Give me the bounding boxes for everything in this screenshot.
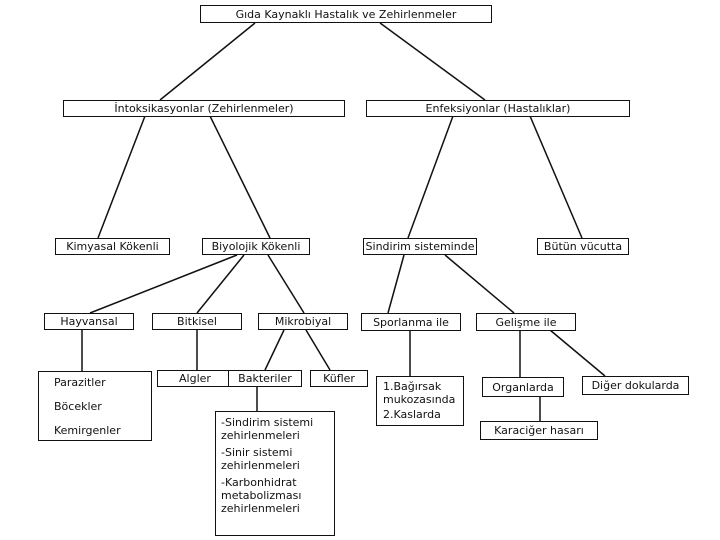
edge-infection-whole-body xyxy=(529,115,583,239)
microbial-label: Mikrobiyal xyxy=(274,315,332,328)
plant-label: Bitkisel xyxy=(177,315,217,328)
infection-node: Enfeksiyonlar (Hastalıklar) xyxy=(366,100,630,117)
sporulation-label: Sporlanma ile xyxy=(373,315,449,329)
organs-node: Organlarda xyxy=(482,377,564,397)
animal-label: Hayvansal xyxy=(60,315,118,328)
bacteria-label: Bakteriler xyxy=(238,372,292,385)
growth-label: Gelişme ile xyxy=(495,315,557,329)
effect-carbohydrate-poisoning: -Karbonhidrat metabolizması zehirlenmele… xyxy=(221,476,302,515)
edge-microbial-molds xyxy=(305,329,331,371)
bacteria-effects-node: -Sindirim sistemi zehirlenmeleri -Sinir … xyxy=(215,411,335,536)
growth-node: Gelişme ile xyxy=(476,313,576,331)
animal-items-node: Parazitler Böcekler Kemirgenler xyxy=(38,371,152,441)
infection-label: Enfeksiyonlar (Hastalıklar) xyxy=(425,102,571,115)
animal-node: Hayvansal xyxy=(44,313,134,330)
edge-biological-microbial xyxy=(267,254,305,314)
liver-damage-label: Karaciğer hasarı xyxy=(494,424,584,437)
algae-node: Algler xyxy=(157,370,233,387)
edge-growth-other-tissues xyxy=(549,329,606,377)
other-tissues-label: Diğer dokularda xyxy=(591,379,680,392)
sporulation-item-muscles: 2.Kaslarda xyxy=(383,408,441,421)
liver-damage-node: Karaciğer hasarı xyxy=(480,421,598,440)
edge-root-infection xyxy=(379,22,486,101)
intoxication-label: İntoksikasyonlar (Zehirlenmeler) xyxy=(114,102,294,115)
chemical-origin-node: Kimyasal Kökenli xyxy=(55,238,170,255)
animal-item-parasites: Parazitler xyxy=(54,376,106,389)
edge-biological-animal xyxy=(89,254,238,314)
edge-infection-digestive xyxy=(407,115,454,239)
edge-biological-plant xyxy=(196,254,245,314)
molds-node: Küfler xyxy=(310,370,368,387)
microbial-node: Mikrobiyal xyxy=(258,313,348,330)
algae-label: Algler xyxy=(179,372,211,385)
edge-microbial-bacteria xyxy=(264,329,285,371)
bacteria-node: Bakteriler xyxy=(228,370,302,387)
molds-label: Küfler xyxy=(323,372,355,385)
digestive-system-label: Sindirim sisteminde xyxy=(365,240,475,253)
edge-intoxication-chemical xyxy=(97,115,146,239)
biological-origin-label: Biyolojik Kökenli xyxy=(211,240,301,253)
effect-digestive-poisoning: -Sindirim sistemi zehirlenmeleri xyxy=(221,416,314,442)
digestive-system-node: Sindirim sisteminde xyxy=(363,238,477,255)
other-tissues-node: Diğer dokularda xyxy=(582,376,689,395)
edge-digestive-sporulation xyxy=(387,254,405,314)
sporulation-item-intestinal: 1.Bağırsak mukozasında xyxy=(383,380,456,406)
organs-label: Organlarda xyxy=(492,380,554,394)
chemical-origin-label: Kimyasal Kökenli xyxy=(66,240,159,253)
biological-origin-node: Biyolojik Kökenli xyxy=(202,238,310,255)
edge-intoxication-biological xyxy=(209,115,271,239)
whole-body-label: Bütün vücutta xyxy=(543,240,623,253)
sporulation-items-node: 1.Bağırsak mukozasında 2.Kaslarda xyxy=(376,376,464,426)
root-node: Gıda Kaynaklı Hastalık ve Zehirlenmeler xyxy=(200,5,492,23)
animal-item-insects: Böcekler xyxy=(54,400,102,413)
intoxication-node: İntoksikasyonlar (Zehirlenmeler) xyxy=(63,100,345,117)
sporulation-node: Sporlanma ile xyxy=(361,313,461,331)
root-label: Gıda Kaynaklı Hastalık ve Zehirlenmeler xyxy=(235,7,457,21)
edge-digestive-growth xyxy=(444,254,515,314)
whole-body-node: Bütün vücutta xyxy=(537,238,629,255)
plant-node: Bitkisel xyxy=(152,313,242,330)
effect-nervous-poisoning: -Sinir sistemi zehirlenmeleri xyxy=(221,446,300,472)
edge-root-intoxication xyxy=(159,22,256,101)
animal-item-rodents: Kemirgenler xyxy=(54,424,121,437)
